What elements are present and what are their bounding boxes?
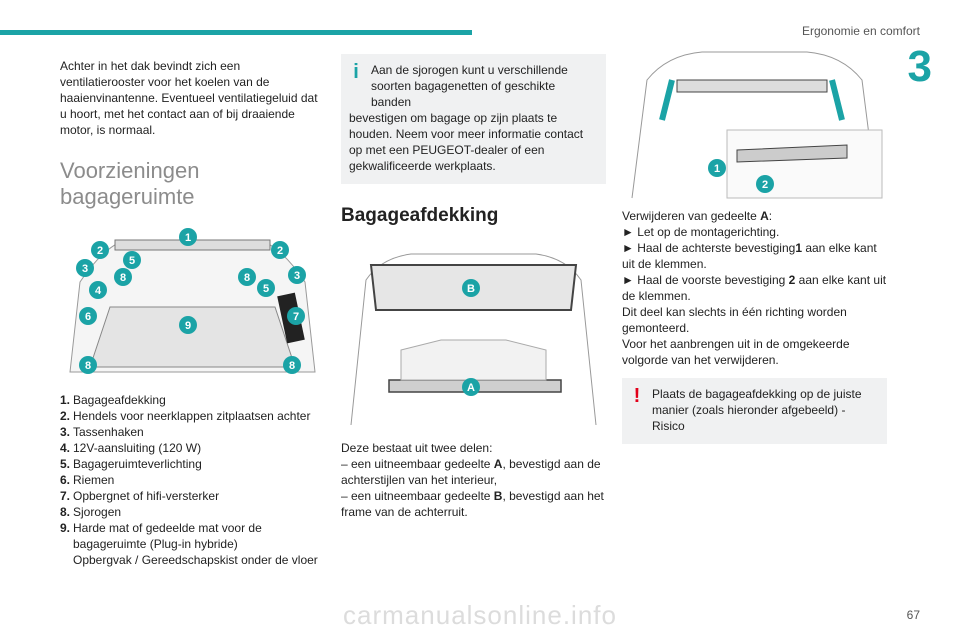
legend-item: 1.Bagageafdekking <box>60 393 166 407</box>
column-right: 1 2 Verwijderen van gedeelte A: ► Let op… <box>622 50 887 444</box>
intro-paragraph: Achter in het dak bevindt zich een venti… <box>60 59 318 137</box>
legend-item: 9.Harde mat of gedeelde mat voor de baga… <box>60 521 262 551</box>
callout-1: 1 <box>708 159 726 177</box>
callout-6: 6 <box>79 307 97 325</box>
legend-item: 5.Bagageruimteverlichting <box>60 457 202 471</box>
watermark: carmanualsonline.info <box>343 600 617 630</box>
info-note: i Aan de sjorogen kunt u verschillende s… <box>341 54 606 184</box>
callout-2-left: 2 <box>91 241 109 259</box>
step-2: ► Haal de achterste bevestiging1 aan elk… <box>622 241 877 271</box>
callout-b: B <box>462 279 480 297</box>
heading-trunk-features: Voorzieningen bagageruimte <box>60 158 200 209</box>
legend-item: 8.Sjorogen <box>60 505 122 519</box>
svg-text:8: 8 <box>120 272 126 284</box>
warning-icon: ! <box>633 385 641 407</box>
svg-text:4: 4 <box>95 285 102 297</box>
legend-item: 6.Riemen <box>60 473 115 487</box>
chapter-number: 3 <box>907 42 932 91</box>
callout-a: A <box>462 378 480 396</box>
svg-text:8: 8 <box>289 360 295 372</box>
callout-9: 9 <box>179 316 197 334</box>
warning-note: ! Plaats de bagageafdekking op de juiste… <box>622 378 887 444</box>
callout-3-left: 3 <box>76 259 94 277</box>
callout-8-2: 8 <box>238 268 256 286</box>
svg-text:3: 3 <box>82 263 88 275</box>
header-accent-bar <box>0 30 472 35</box>
one-direction-note: Dit deel kan slechts in één richting wor… <box>622 305 847 335</box>
svg-text:2: 2 <box>762 179 768 191</box>
legend-item: 4.12V-aansluiting (120 W) <box>60 441 202 455</box>
column-middle: i Aan de sjorogen kunt u verschillende s… <box>341 54 606 528</box>
svg-text:3: 3 <box>294 270 300 282</box>
section-title: Ergonomie en comfort <box>801 24 920 38</box>
callout-8-4: 8 <box>283 356 301 374</box>
callout-8-3: 8 <box>79 356 97 374</box>
callout-5-right: 5 <box>257 279 275 297</box>
arrow-right <box>829 79 845 121</box>
svg-text:B: B <box>467 283 475 295</box>
svg-text:5: 5 <box>129 255 135 267</box>
callout-2-right: 2 <box>271 241 289 259</box>
svg-text:1: 1 <box>714 163 720 175</box>
svg-text:A: A <box>467 382 475 394</box>
legend-item: 2.Hendels voor neerklappen zitplaatsen a… <box>60 409 311 423</box>
step-1: ► Let op de montagerichting. <box>622 225 780 239</box>
svg-text:9: 9 <box>185 320 191 332</box>
legend-item: 3.Tassenhaken <box>60 425 144 439</box>
cover-clip <box>736 144 848 163</box>
heading-luggage-cover: Bagageafdekking <box>341 205 499 226</box>
page-number: 67 <box>906 608 920 622</box>
svg-text:8: 8 <box>244 272 250 284</box>
svg-text:8: 8 <box>85 360 91 372</box>
step-3: ► Haal de voorste bevestiging 2 aan elke… <box>622 273 887 303</box>
detail-inset <box>726 129 883 199</box>
cover-bar <box>676 79 828 93</box>
callout-8-1: 8 <box>114 268 132 286</box>
svg-text:2: 2 <box>97 245 103 257</box>
luggage-cover-figure: B A <box>341 240 606 430</box>
trunk-floor <box>89 306 296 368</box>
legend-item: 7.Opbergnet of hifi-versterker <box>60 489 220 503</box>
callout-3-right: 3 <box>288 266 306 284</box>
legend-item-extra: Opbergvak / Gereedschapskist onder de vl… <box>73 553 318 567</box>
callout-5-left: 5 <box>123 251 141 269</box>
callout-1: 1 <box>179 228 197 246</box>
svg-text:1: 1 <box>185 232 191 244</box>
cover-removal-figure: 1 2 <box>622 50 887 200</box>
arrow-left <box>659 79 675 121</box>
info-icon: i <box>353 61 359 83</box>
cover-description: Deze bestaat uit twee delen: – een uitne… <box>341 441 604 519</box>
feature-legend: 1.Bagageafdekking 2.Hendels voor neerkla… <box>60 392 325 568</box>
removal-instructions: Verwijderen van gedeelte A: ► Let op de … <box>622 209 887 367</box>
trunk-features-figure: 1 2 2 3 3 4 5 5 6 7 8 8 8 8 9 <box>60 222 325 382</box>
callout-4: 4 <box>89 281 107 299</box>
column-left: Achter in het dak bevindt zich een venti… <box>60 58 325 568</box>
svg-text:2: 2 <box>277 245 283 257</box>
callout-2: 2 <box>756 175 774 193</box>
svg-text:7: 7 <box>293 311 299 323</box>
svg-text:6: 6 <box>85 311 91 323</box>
svg-text:5: 5 <box>263 283 269 295</box>
reinstall-note: Voor het aanbrengen uit in de omgekeerde… <box>622 337 850 367</box>
seats <box>400 339 547 381</box>
trunk-interior <box>631 51 878 199</box>
callout-7: 7 <box>287 307 305 325</box>
